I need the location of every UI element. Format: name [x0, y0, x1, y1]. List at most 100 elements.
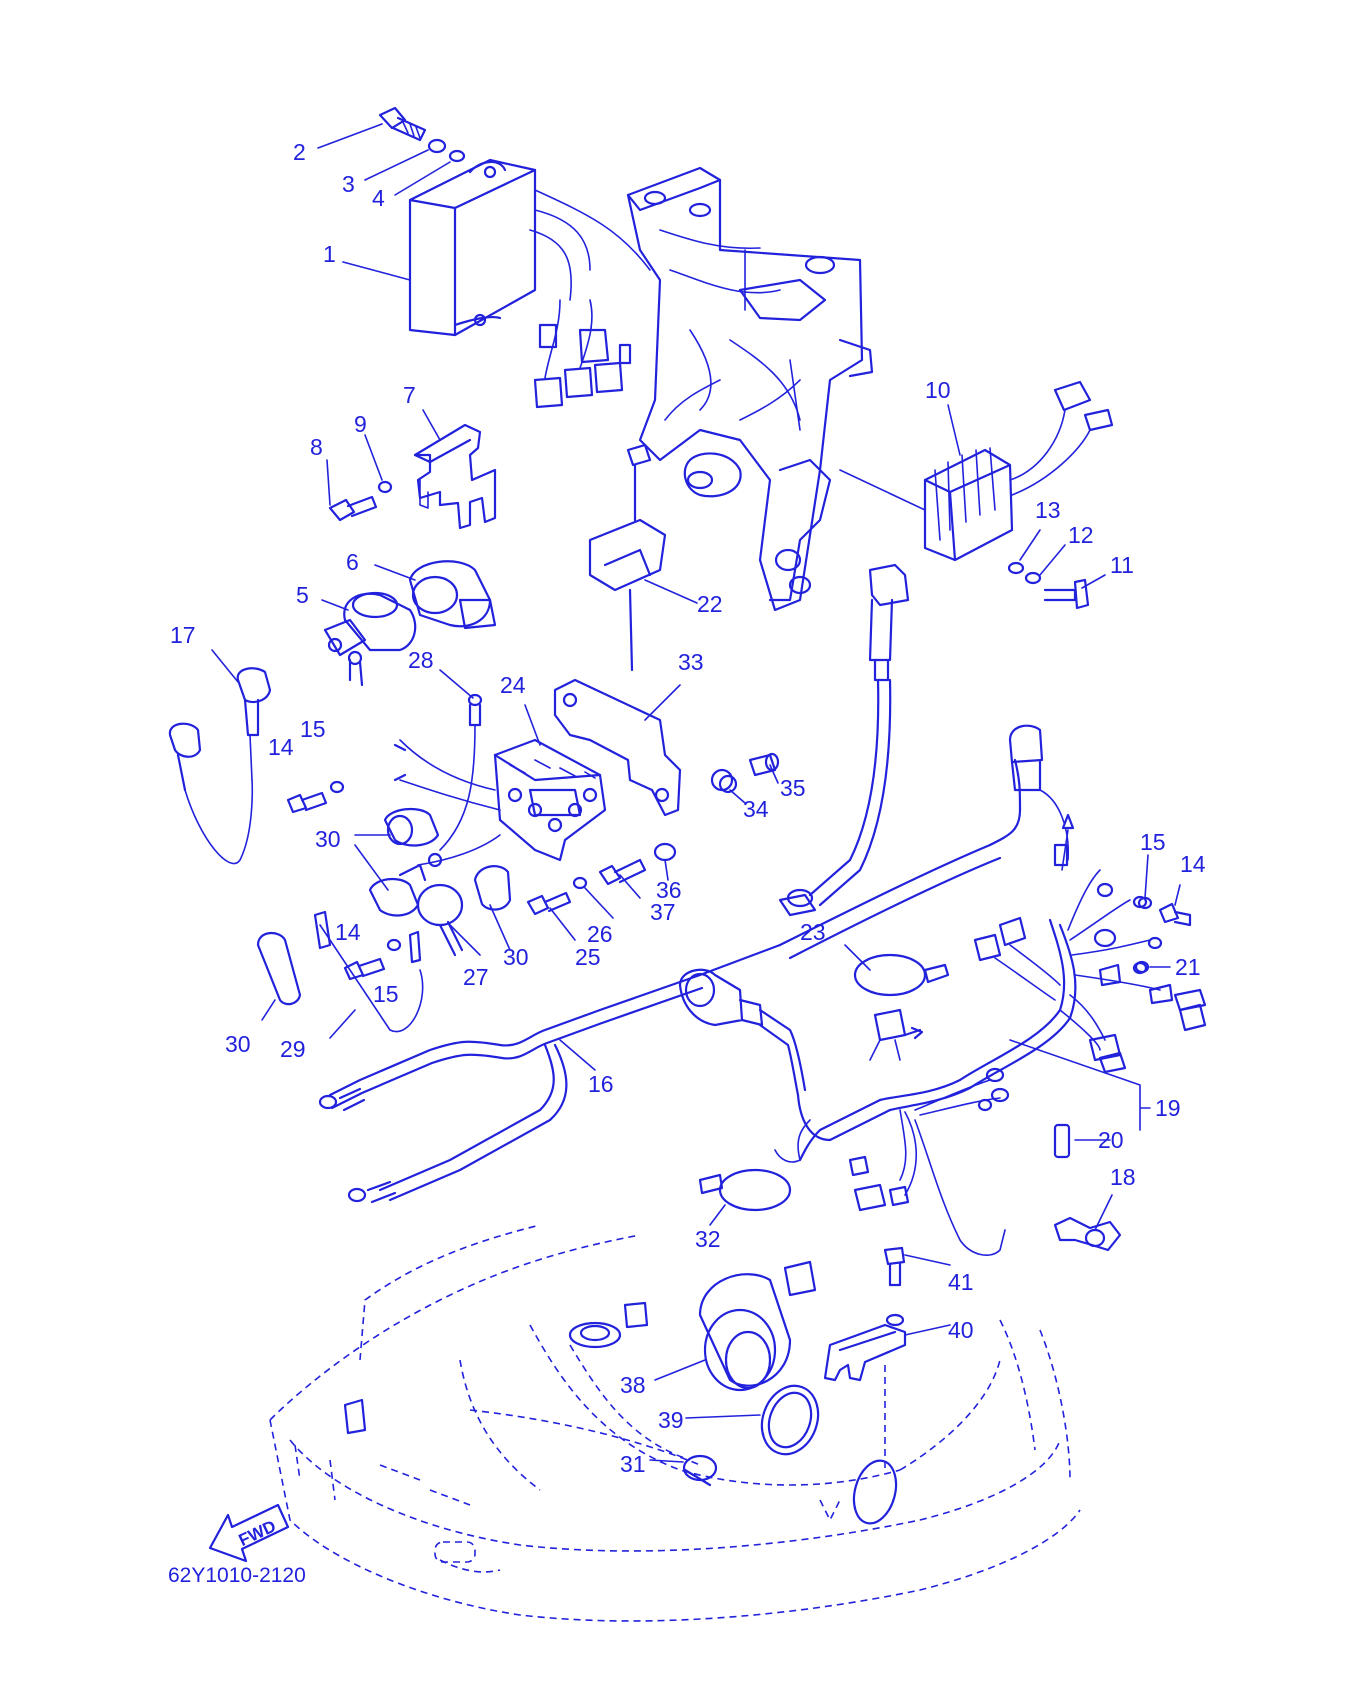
callout-35: 35 [780, 775, 806, 801]
callout-6: 6 [346, 549, 359, 575]
rectifier-regulator-10 [923, 380, 1114, 562]
washer-26 [572, 876, 588, 890]
callout-4: 4 [372, 185, 385, 211]
callout-33: 33 [678, 649, 704, 675]
clamp-bracket-22 [588, 443, 667, 672]
callout-29: 29 [280, 1036, 306, 1062]
bolt-8 [328, 495, 378, 522]
bolt-14-right [1158, 902, 1192, 927]
terminal-lug [408, 930, 422, 964]
callout-24: 24 [500, 672, 526, 698]
callout-37: 37 [650, 899, 676, 925]
callout-30b: 30 [503, 944, 529, 970]
washer-9 [377, 480, 393, 494]
cap-21 [1134, 960, 1150, 974]
wire [417, 834, 501, 866]
grommet-38 [698, 1260, 817, 1392]
callout-19: 19 [1155, 1095, 1181, 1121]
wire [399, 779, 501, 811]
callout-20: 20 [1098, 1127, 1124, 1153]
main-cable [778, 758, 1022, 960]
terminal-28 [439, 693, 483, 851]
bolt-37 [598, 858, 647, 886]
callout-23: 23 [800, 919, 826, 945]
callout-36: 36 [656, 877, 682, 903]
part-code: 62Y1010-2120 [168, 1564, 306, 1587]
band-27 [416, 883, 464, 957]
callout-25: 25 [575, 944, 601, 970]
callout-11: 11 [1110, 552, 1134, 578]
cap-30-c [473, 865, 512, 911]
callout-26: 26 [587, 921, 613, 947]
callout-21: 21 [1175, 954, 1201, 980]
leader-lines [211, 123, 1181, 1463]
callout-16: 16 [588, 1071, 614, 1097]
callout-28: 28 [408, 647, 434, 673]
cap-wire [168, 722, 254, 865]
callout-1: 1 [323, 241, 336, 267]
starter-relay-5 [323, 591, 417, 687]
callout-9: 9 [354, 411, 367, 437]
callout-41: 41 [948, 1269, 974, 1295]
wire [319, 924, 424, 1033]
callout-17: 17 [170, 622, 196, 648]
terminal [313, 910, 332, 950]
cable-tie-32 [698, 1168, 792, 1212]
bolt-2 [378, 106, 427, 142]
washer-4 [448, 149, 466, 163]
callout-7: 7 [403, 382, 416, 408]
callout-5: 5 [296, 582, 309, 608]
callout-8: 8 [310, 434, 323, 460]
relay-connector [869, 1008, 924, 1061]
relay-holder-6 [408, 560, 497, 630]
callout-15-lower: 15 [373, 981, 399, 1007]
callout-27: 27 [463, 964, 489, 990]
callout-13: 13 [1035, 497, 1061, 523]
leader-line [534, 189, 651, 271]
wire [399, 739, 496, 791]
bolt-11 [1043, 578, 1090, 610]
wire-harness-19 [774, 724, 1207, 1256]
clip-31 [682, 1454, 718, 1487]
grommet-34 [710, 768, 738, 794]
fuse-20 [1053, 1123, 1071, 1159]
bolt-41 [883, 1246, 906, 1287]
washer-15-left [329, 780, 345, 794]
washer-15-lower [386, 938, 402, 952]
callout-10: 10 [925, 377, 951, 403]
cable-tie-23 [853, 953, 950, 997]
callout-34: 34 [743, 796, 769, 822]
callout-14-lower: 14 [335, 919, 361, 945]
cap-cable [808, 563, 910, 907]
callout-12: 12 [1068, 522, 1094, 548]
battery-cable-16 [318, 943, 782, 1204]
washer-12 [1024, 571, 1042, 585]
clamp-18 [1053, 1216, 1122, 1252]
wire-end [393, 743, 407, 782]
callout-40: 40 [948, 1317, 974, 1343]
fwd-arrow-icon [208, 1503, 290, 1563]
o-ring-39 [760, 1384, 820, 1456]
plate-33 [553, 678, 682, 817]
callout-30a: 30 [315, 826, 341, 852]
bottom-cowling [269, 1224, 1081, 1622]
callout-18: 18 [1110, 1164, 1136, 1190]
bracket-7 [413, 423, 497, 530]
callout-14-right: 14 [1180, 851, 1206, 877]
bolt-14-left [286, 791, 328, 814]
callout-labels: 1 2 3 4 5 6 7 8 9 10 11 12 13 14 15 17 2… [170, 139, 1206, 1477]
callout-39: 39 [658, 1407, 684, 1433]
bracket-40 [823, 1313, 907, 1382]
callout-31: 31 [620, 1451, 646, 1477]
callout-3: 3 [342, 171, 355, 197]
callout-14: 14 [268, 734, 294, 760]
callout-32: 32 [695, 1226, 721, 1252]
bolt-14-lower [343, 957, 386, 981]
terminal-block-24 [493, 738, 607, 862]
washer-13 [1007, 561, 1025, 575]
callout-22: 22 [697, 591, 723, 617]
bolt-25 [526, 891, 572, 916]
callout-2: 2 [293, 139, 306, 165]
cap-30-d [256, 932, 302, 1006]
